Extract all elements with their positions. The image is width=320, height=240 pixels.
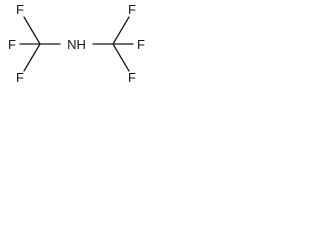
atom-f6: F [128, 70, 136, 85]
bonds [19, 16, 134, 72]
atom-f1: F [16, 2, 24, 17]
bond-c2-f4 [112, 16, 130, 45]
atom-f5: F [137, 37, 145, 52]
atom-f2: F [16, 70, 24, 85]
atom-labels: F F F NH F F F [8, 2, 145, 85]
atom-nh: NH [67, 37, 86, 52]
atom-f3: F [8, 37, 16, 52]
bond-c1-f1 [23, 16, 41, 45]
bond-c1-f2 [23, 43, 41, 72]
atom-f4: F [128, 2, 136, 17]
structure-diagram: F F F NH F F F [8, 2, 145, 85]
bond-c2-f6 [112, 43, 130, 72]
